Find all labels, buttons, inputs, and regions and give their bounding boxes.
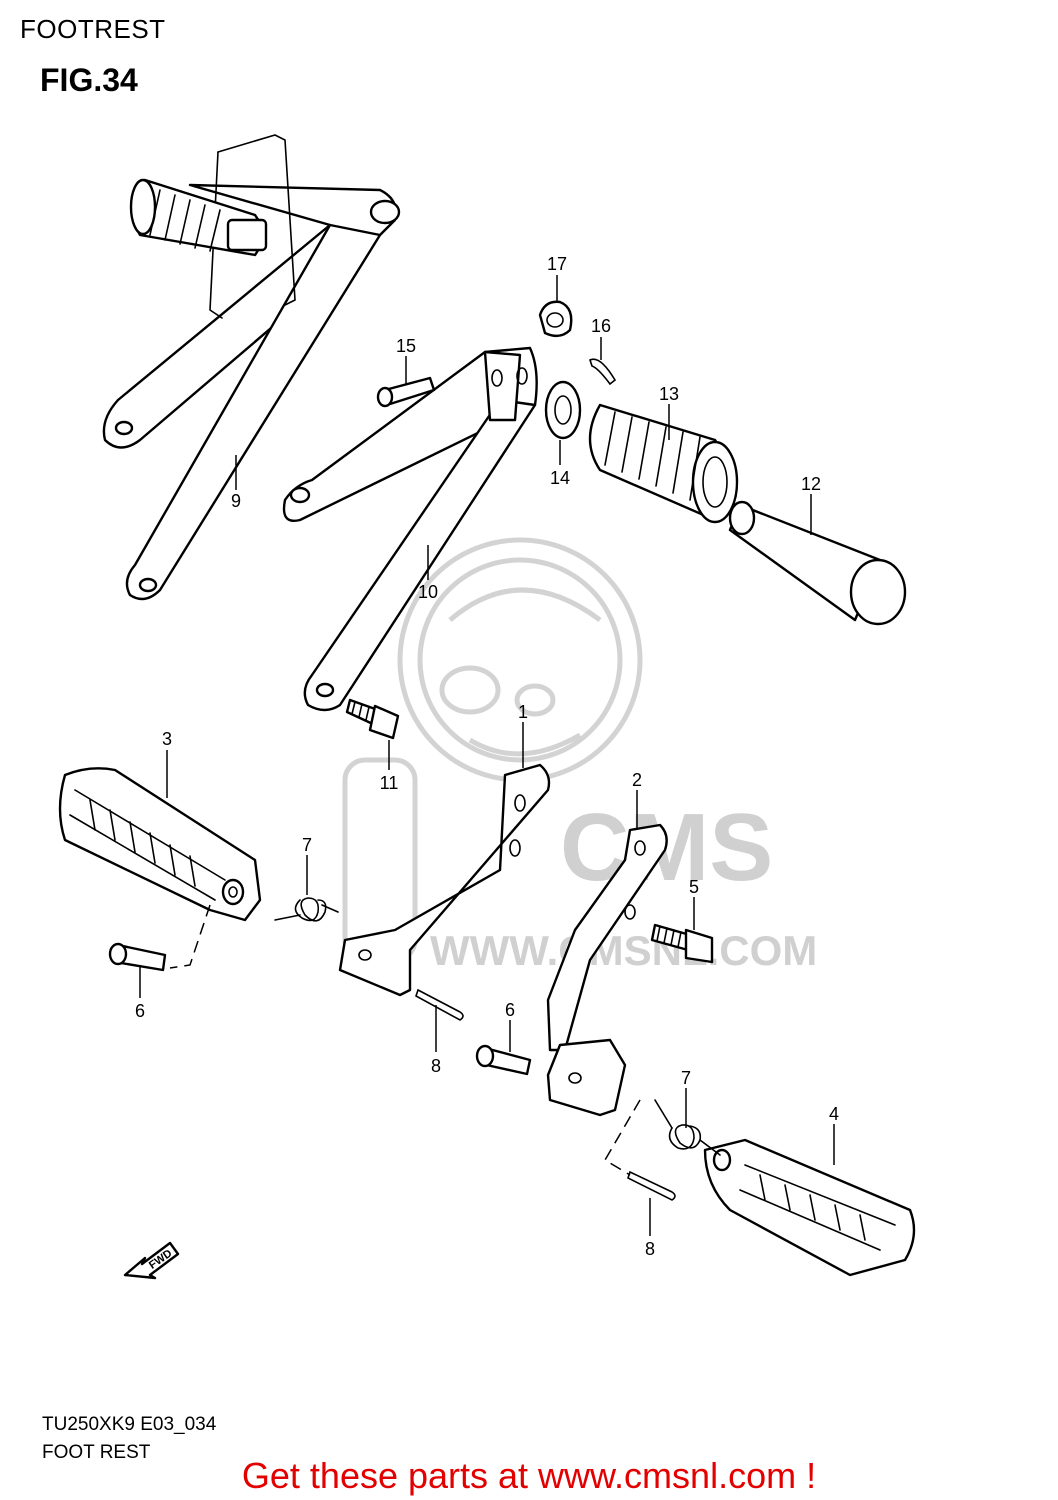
callout-6-right: 6 [505, 1000, 515, 1020]
part-8-cotter-left [415, 988, 464, 1021]
callout-8-right: 8 [645, 1239, 655, 1259]
callout-8-left: 8 [431, 1056, 441, 1076]
callout-13: 13 [659, 384, 679, 404]
part-3-footpeg [58, 767, 262, 922]
callout-10: 10 [418, 582, 438, 602]
part-12-shaft [728, 500, 907, 626]
callout-5: 5 [689, 877, 699, 897]
callout-2: 2 [632, 770, 642, 790]
part-8-cotter-right [627, 1170, 676, 1201]
part-15-pin [376, 376, 436, 408]
callout-1: 1 [518, 702, 528, 722]
part-4-footpeg [703, 1138, 916, 1277]
part-9-grip [129, 178, 268, 257]
part-6-pin-left [108, 942, 167, 972]
part-5-bolt [650, 923, 714, 964]
callout-17: 17 [547, 254, 567, 274]
assembly-lines [169, 904, 641, 1176]
leader-lines [139, 275, 835, 1236]
callout-15: 15 [396, 336, 416, 356]
cta-link[interactable]: Get these parts at www.cmsnl.com ! [241, 1455, 817, 1496]
callout-16: 16 [591, 316, 611, 336]
callout-12: 12 [801, 474, 821, 494]
figure-title: FIG.34 [40, 62, 138, 98]
part-16-cotter-pin [589, 358, 617, 386]
part-9-bracket [102, 134, 401, 601]
callout-7-left: 7 [302, 835, 312, 855]
part-1-arm [338, 763, 551, 997]
diagram-name: FOOT REST [42, 1442, 151, 1463]
callout-6-left: 6 [135, 1001, 145, 1021]
part-11-bolt [345, 698, 400, 740]
callout-7-right: 7 [681, 1068, 691, 1088]
part-6-pin-right [475, 1044, 532, 1076]
callout-9: 9 [231, 491, 241, 511]
callout-14: 14 [550, 468, 570, 488]
part-2-arm [546, 823, 668, 1117]
page-header: FOOTREST [20, 14, 166, 44]
part-7-spring-right [654, 1099, 721, 1156]
diagram-code: TU250XK9 E03_034 [42, 1414, 217, 1435]
callouts: 17 16 15 13 14 12 9 10 1 3 11 2 7 5 6 6 … [135, 254, 839, 1259]
watermark-url: WWW.CMSNL.COM [430, 927, 817, 974]
callout-4: 4 [829, 1104, 839, 1124]
forward-arrow-icon: FWD [123, 1241, 180, 1280]
part-10-bracket [282, 346, 538, 712]
part-13-grip [588, 403, 739, 524]
watermark-logo: CMS WWW.CMSNL.COM [342, 537, 817, 974]
callout-3: 3 [162, 729, 172, 749]
callout-11: 11 [380, 773, 399, 793]
part-7-spring-left [274, 897, 339, 922]
part-14-washer [544, 380, 582, 440]
part-17-nut [538, 300, 573, 338]
